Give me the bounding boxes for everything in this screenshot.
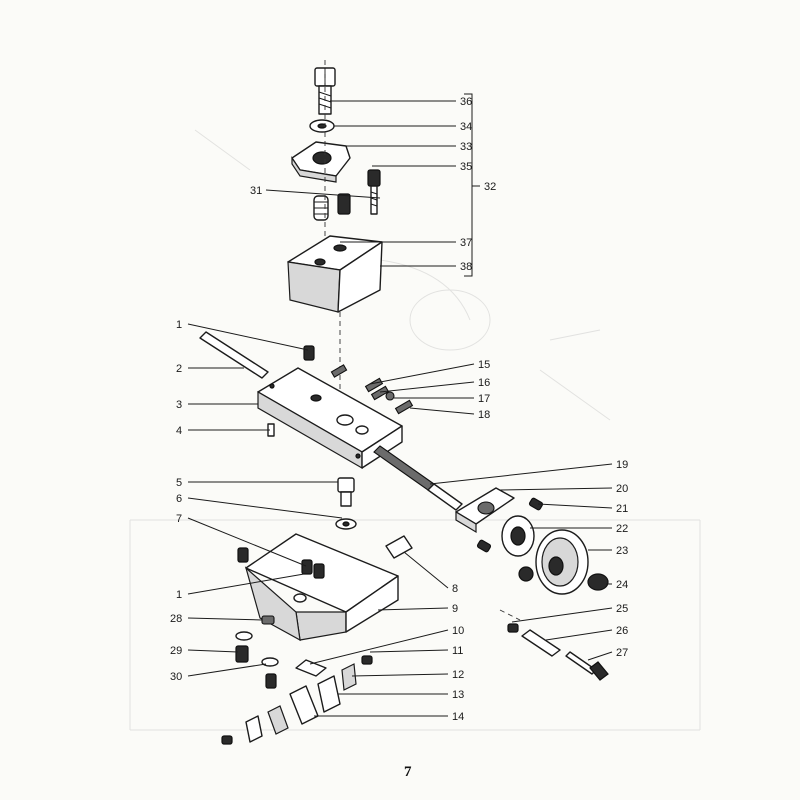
- part-29-screw: [235, 645, 249, 663]
- part-21-screws: [476, 497, 544, 553]
- part-23-handwheel: [518, 529, 589, 595]
- callout-25: 25: [616, 603, 628, 615]
- part-19-leadscrew: [373, 445, 463, 511]
- part-25-nut: [507, 623, 519, 633]
- part-28-nut: [261, 615, 275, 625]
- callout-18: 18: [478, 409, 490, 421]
- part-9-base: [237, 533, 399, 642]
- part-14-clamp: [221, 685, 319, 745]
- callout-23: 23: [616, 545, 628, 557]
- part-13-clamp: [317, 675, 341, 713]
- callout-16: 16: [478, 377, 490, 389]
- callout-36: 36: [460, 96, 472, 108]
- part-15-16-17-18-screws: [330, 364, 414, 415]
- part-38-block: [287, 235, 383, 313]
- callout-11: 11: [452, 645, 463, 657]
- callout-22: 22: [616, 523, 628, 535]
- part-30-nut: [235, 631, 279, 689]
- callout-21: 21: [616, 503, 628, 515]
- callout-17: 17: [478, 393, 490, 405]
- part-10-plate: [295, 659, 327, 677]
- axis-handwheel: [499, 609, 521, 621]
- callout-7: 7: [176, 513, 182, 525]
- callout-4: 4: [176, 425, 182, 437]
- callout-29: 29: [170, 645, 182, 657]
- callout-28: 28: [170, 613, 182, 625]
- callout-30: 30: [170, 671, 182, 683]
- part-11-screw: [361, 655, 373, 665]
- callout-10: 10: [452, 625, 464, 637]
- part-22-gear: [501, 515, 535, 557]
- callout-24: 24: [616, 579, 628, 591]
- callout-15: 15: [478, 359, 490, 371]
- callout-35: 35: [460, 161, 472, 173]
- callout-13: 13: [452, 689, 464, 701]
- part-26-sleeve: [521, 629, 561, 657]
- callout-1-bottom: 1: [176, 589, 182, 601]
- part-12-shim: [341, 663, 357, 691]
- callout-8: 8: [452, 583, 458, 595]
- callout-labels: 36 34 33 35 31 37 38 32 1 2 3 4 15 16 17…: [170, 96, 628, 723]
- callout-2: 2: [176, 363, 182, 375]
- callout-6: 6: [176, 493, 182, 505]
- part-3-slide: [257, 367, 403, 470]
- callout-37: 37: [460, 237, 472, 249]
- callout-34: 34: [460, 121, 472, 133]
- part-35-screws: [337, 169, 381, 215]
- part-34-washer: [309, 119, 335, 133]
- callout-5: 5: [176, 477, 182, 489]
- callout-14: 14: [452, 711, 464, 723]
- leader-lines: [187, 93, 613, 717]
- background-ghost: [129, 129, 701, 731]
- part-24-knob: [587, 573, 609, 591]
- callout-33: 33: [460, 141, 472, 153]
- callout-19: 19: [616, 459, 628, 471]
- part-31-spring: [313, 195, 329, 221]
- part-1-setscrew: [303, 345, 315, 361]
- part-8-gib: [385, 535, 413, 559]
- part-27-bolt: [565, 651, 609, 681]
- callout-1-top: 1: [176, 319, 182, 331]
- part-33-clamp: [291, 141, 351, 183]
- callout-20: 20: [616, 483, 628, 495]
- callout-12: 12: [452, 669, 464, 681]
- part-5-bolt: [337, 477, 355, 507]
- callout-3: 3: [176, 399, 182, 411]
- part-20-bearing-block: [455, 487, 515, 534]
- callout-26: 26: [616, 625, 628, 637]
- callout-38: 38: [460, 261, 472, 273]
- callout-32: 32: [484, 181, 496, 193]
- page-number: 7: [404, 764, 412, 780]
- part-6-washer: [335, 518, 357, 530]
- callout-31: 31: [250, 185, 262, 197]
- callout-9: 9: [452, 603, 458, 615]
- part-2-rod: [199, 331, 269, 379]
- callout-27: 27: [616, 647, 628, 659]
